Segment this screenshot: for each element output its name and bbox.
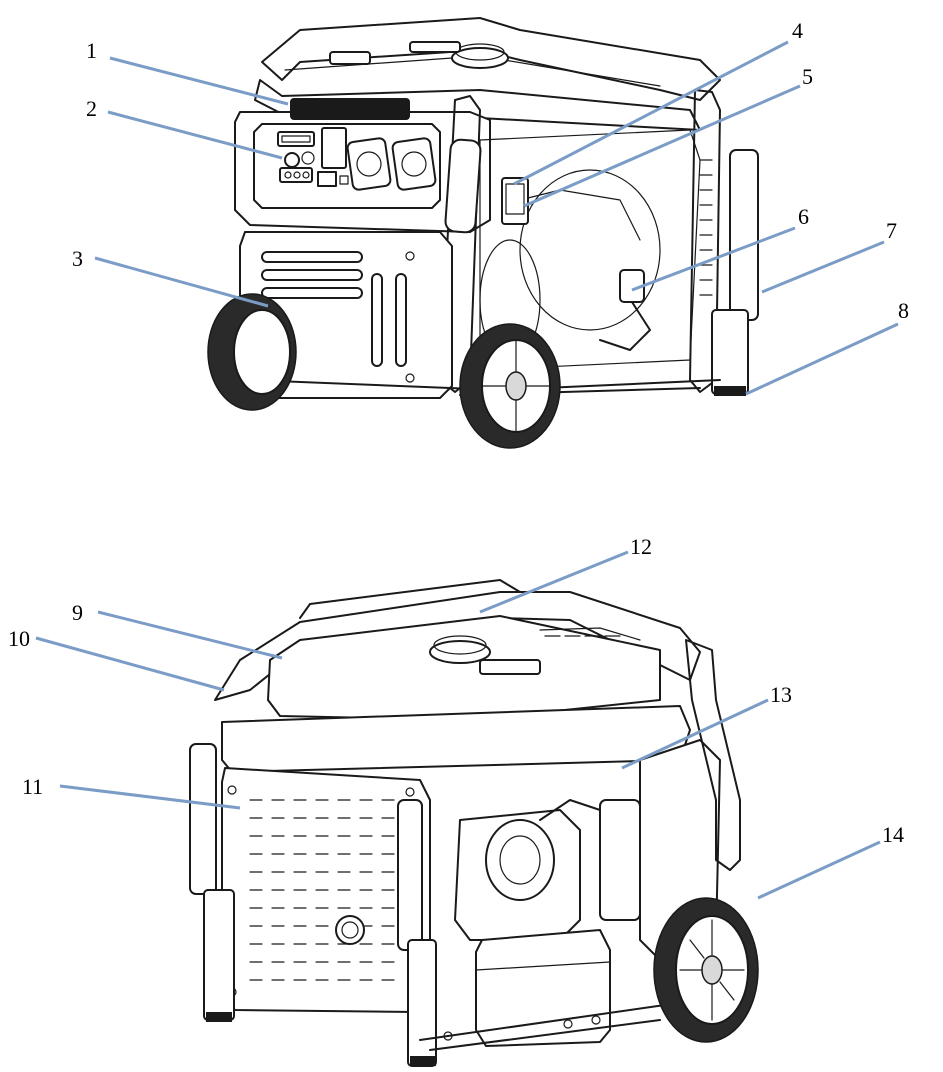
callout-2-leader — [107, 110, 283, 160]
callout-5-leader — [523, 84, 801, 208]
callout-14-label: 14 — [882, 822, 904, 847]
vent-grille — [249, 799, 395, 981]
callout-11-leader — [59, 784, 241, 810]
callout-13-leader — [621, 698, 769, 770]
generator-rear-view — [189, 579, 759, 1067]
callout-2-label: 2 — [86, 96, 97, 121]
callout-3-label: 3 — [72, 246, 83, 271]
callout-10-leader — [35, 636, 225, 692]
callout-9-leader — [97, 610, 283, 660]
callout-numbers: 1 2 3 4 5 6 7 8 9 10 11 12 13 14 — [8, 18, 909, 847]
callout-1-leader — [109, 56, 289, 106]
callout-7-label: 7 — [886, 218, 897, 243]
callout-3-leader — [94, 256, 269, 308]
callout-7-leader — [761, 240, 885, 294]
callout-10-label: 10 — [8, 626, 30, 651]
callout-13-label: 13 — [770, 682, 792, 707]
callout-12-leader — [479, 550, 629, 614]
callout-8-leader — [745, 322, 899, 396]
generator-front-view — [207, 17, 759, 449]
callout-11-label: 11 — [22, 774, 43, 799]
callout-leaders — [35, 40, 899, 900]
callout-5-label: 5 — [802, 64, 813, 89]
callout-9-label: 9 — [72, 600, 83, 625]
callout-8-label: 8 — [898, 298, 909, 323]
callout-4-leader — [513, 40, 789, 186]
callout-14-leader — [757, 840, 881, 900]
callout-12-label: 12 — [630, 534, 652, 559]
callout-1-label: 1 — [86, 38, 97, 63]
callout-6-label: 6 — [798, 204, 809, 229]
callout-6-leader — [631, 226, 796, 292]
callout-4-label: 4 — [792, 18, 803, 43]
